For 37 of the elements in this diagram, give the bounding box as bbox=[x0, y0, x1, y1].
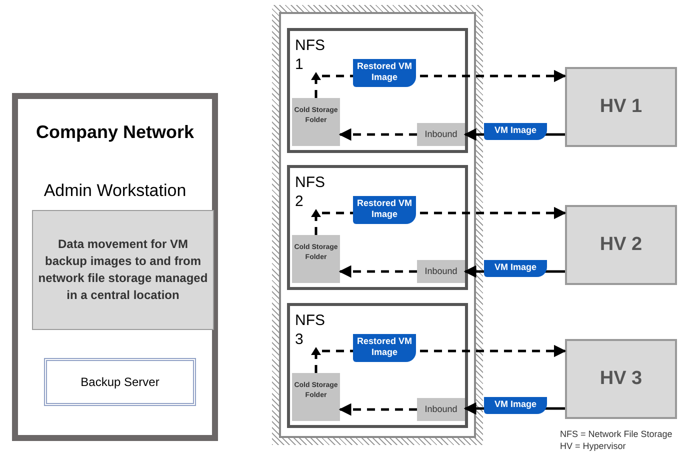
storage-label: NFS 1 bbox=[295, 36, 326, 74]
storage-label: NFS 3 bbox=[295, 311, 326, 349]
edge-label: Restored VM Image bbox=[353, 334, 416, 362]
inbound-box bbox=[417, 123, 465, 146]
storage-label: NFS 2 bbox=[295, 173, 326, 211]
legend-note: NFS = Network File Storage bbox=[560, 428, 672, 440]
hypervisor-box bbox=[565, 339, 677, 419]
folder-box bbox=[292, 235, 340, 283]
storage-box bbox=[287, 28, 468, 153]
panel-title: Company Network bbox=[34, 121, 196, 144]
hypervisor-box bbox=[565, 205, 677, 285]
hypervisor-label: HV 3 bbox=[600, 366, 642, 391]
legend-note: HV = Hypervisor bbox=[560, 440, 627, 452]
inbound-box bbox=[417, 260, 465, 283]
folder-box bbox=[292, 98, 340, 146]
hypervisor-label: HV 2 bbox=[600, 232, 642, 257]
note-text: Data movement for VM backup images to and from network file storage managed in a central location bbox=[37, 236, 209, 304]
storage-enclosure bbox=[272, 5, 483, 445]
edge-label: Restored VM Image bbox=[353, 196, 416, 224]
folder-box bbox=[292, 373, 340, 421]
edge-label: Restored VM Image bbox=[353, 59, 416, 87]
edge-label: VM Image bbox=[484, 396, 547, 414]
hypervisor-label: HV 1 bbox=[600, 94, 642, 119]
edge-label: VM Image bbox=[484, 260, 547, 276]
edge-label: VM Image bbox=[484, 122, 547, 140]
hypervisor-box bbox=[565, 67, 677, 147]
inbound-label: Inbound bbox=[424, 128, 458, 141]
inbound-label: Inbound bbox=[424, 402, 458, 416]
note-box bbox=[32, 210, 214, 330]
storage-box bbox=[287, 165, 468, 290]
network-panel bbox=[12, 93, 218, 441]
storage-box bbox=[287, 303, 468, 428]
inbound-label: Inbound bbox=[424, 264, 458, 278]
server-label: Backup Server bbox=[80, 374, 160, 391]
inbound-box bbox=[417, 398, 465, 421]
server-box bbox=[44, 358, 196, 406]
panel-heading: Admin Workstation bbox=[42, 180, 188, 202]
